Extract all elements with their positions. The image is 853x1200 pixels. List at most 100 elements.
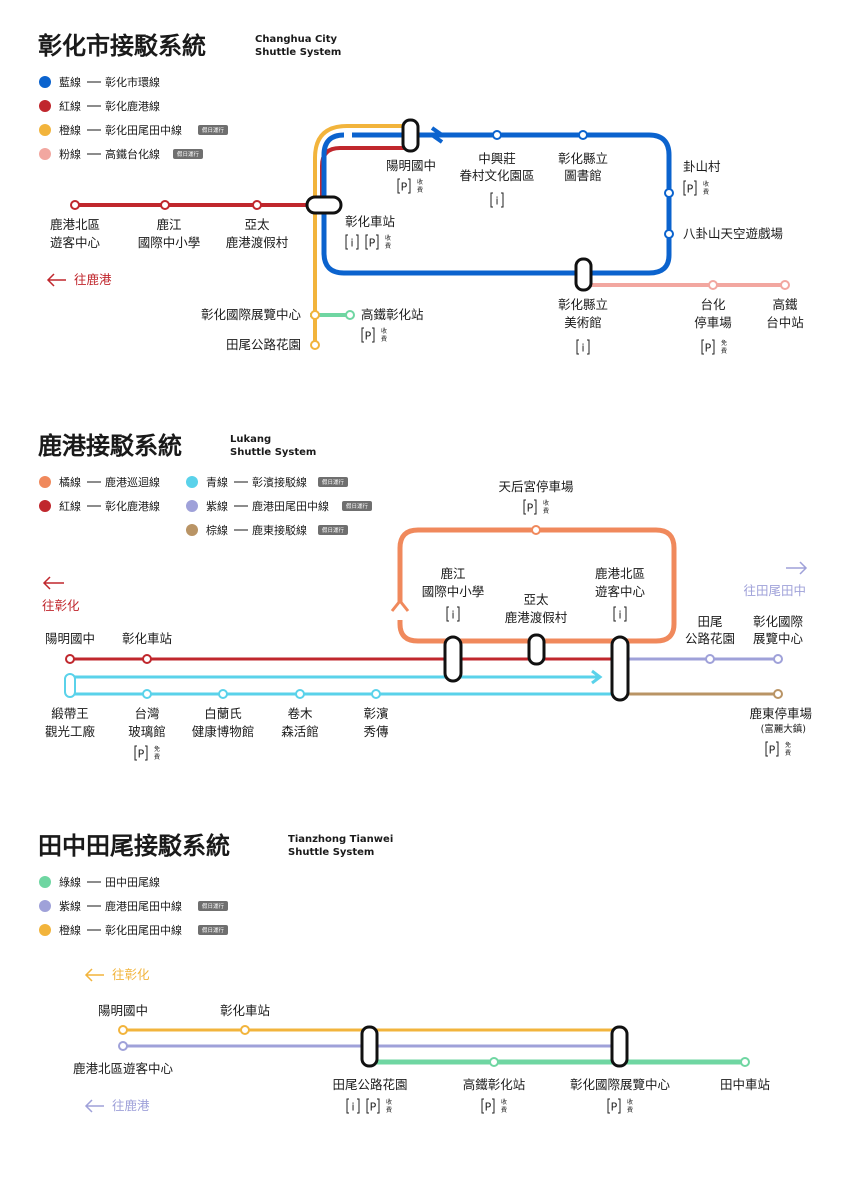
station-museum: 彰化縣立 [558,297,608,312]
station-dot [310,340,320,350]
interchange-marker [610,1025,629,1068]
station-dot [252,200,262,210]
station-changhua: 彰化車站 [220,1003,270,1018]
cyan-line [68,675,620,696]
fee-label: 收 [417,178,423,186]
legend-line-name: 紅線 [59,499,81,513]
lukang-subtitle-line1: Lukang [230,434,271,445]
station-dot [310,310,320,320]
station-dot [371,689,381,699]
fee-label: 收 [627,1098,633,1106]
parking-icon [365,234,379,250]
tianzhong-legend: 綠線 田中田尾線 紫線 鹿港田尾田中線 假日運行 橙線 彰化田尾田中線 假日運行 [39,875,228,937]
legend-route: 彰化田尾田中線 [105,923,182,937]
legend-route: 鹿港巡迴線 [105,475,160,489]
interchange-marker [610,635,630,702]
legend-route: 鹿港田尾田中線 [105,899,182,913]
station-dot [142,689,152,699]
station-ribbon: 觀光工廠 [45,724,96,739]
station-tianhou: 天后宮停車場 [498,479,573,494]
info-icon [446,606,460,622]
legend-route: 高鐵台化線 [105,147,160,161]
lukang-title: 鹿港接駁系統 [38,432,182,460]
info-icon [576,339,590,355]
station-hsr-changhua: 高鐵彰化站 [361,307,424,322]
station-dot [489,1057,499,1067]
fee-label: 費 [154,753,160,761]
holiday-tag [318,525,348,535]
station-library: 圖書館 [564,168,602,183]
station-dot [664,229,674,239]
station-dot [142,654,152,664]
station-library: 彰化縣立 [558,151,608,166]
holiday-tag [173,149,203,159]
parking-icon [366,1098,380,1114]
station-tianwei-garden: 田尾公路花園 [226,337,301,352]
fee-label: 費 [417,186,423,194]
legend-route: 彰濱接駁線 [252,475,307,489]
station-yatai: 亞太 [523,592,549,607]
station-glass: 玻璃館 [128,724,166,739]
changhua-subtitle-line1: Changhua City [255,34,337,45]
direction-to-lukang: 往鹿港 [112,1098,150,1113]
arrow-left-icon [42,576,64,590]
legend-route: 田中田尾線 [105,875,160,889]
station-dot [531,525,541,535]
loop-direction-arrow [430,126,444,144]
section-changhua: 彰化市接駁系統 Changhua City Shuttle System 藍線 … [38,32,804,355]
parking-icon [765,741,779,757]
station-bailan: 白蘭氏 [204,706,242,721]
fee-label: 費 [703,188,709,196]
legend-swatch-red [39,100,51,112]
fee-label: 收 [501,1098,507,1106]
parking-icon [523,499,537,515]
changhua-legend: 藍線 彰化市環線 紅線 彰化鹿港線 橙線 彰化田尾田中線 假日運行 粉線 高鐵台… [39,75,228,161]
station-juanmu: 森活館 [281,724,319,739]
station-hsr-changhua: 高鐵彰化站 [463,1077,526,1092]
yellow-line [313,124,410,345]
parking-icon [361,327,375,343]
interchange-marker [360,1025,379,1068]
station-tianwei-garden: 田尾公路花園 [332,1077,407,1092]
fee-label: 費 [501,1106,507,1114]
station-taihua: 停車場 [694,315,732,330]
station-yangming: 陽明國中 [386,158,436,173]
direction-to-tianwei: 往田尾田中 [743,583,806,598]
fee-label: 免 [785,741,791,749]
station-expo: 展覽中心 [753,631,804,646]
station-bailan: 健康博物館 [192,724,255,739]
station-expo: 彰化國際 [753,614,804,629]
station-dot [705,654,715,664]
station-baguashan: 八卦山天空遊戲場 [683,226,783,241]
station-lukang-north: 鹿港北區 [595,566,645,581]
legend-swatch-yellow [39,924,51,936]
legend-route: 彰化鹿港線 [105,99,160,113]
station-dot [295,689,305,699]
station-dot [118,1041,128,1051]
station-dot [218,689,228,699]
holiday-tag [342,501,372,511]
station-lujiang: 國際中小學 [138,235,201,250]
orange-loop-line [397,527,677,644]
legend-line-name: 藍線 [59,75,81,89]
station-expo: 彰化國際展覽中心 [570,1077,671,1092]
legend-route: 彰化鹿港線 [105,499,160,513]
station-lujiang: 國際中小學 [422,584,485,599]
changhua-subtitle-line2: Shuttle System [255,47,341,58]
station-dot [578,130,588,140]
interchange-marker [401,118,420,153]
interchange-marker [305,195,343,215]
station-yangming: 陽明國中 [45,631,95,646]
legend-route: 鹿東接駁線 [252,523,307,537]
parking-icon [607,1098,621,1114]
station-glass: 台灣 [134,706,159,721]
station-yangming: 陽明國中 [98,1003,148,1018]
station-lujiang: 鹿江 [156,217,181,232]
legend-line-name: 橙線 [59,923,81,937]
station-lujiang: 鹿江 [440,566,465,581]
legend-route: 彰化田尾田中線 [105,123,182,137]
tianzhong-subtitle-line2: Shuttle System [288,847,374,858]
lukang-subtitle-line2: Shuttle System [230,447,316,458]
legend-swatch-red [39,500,51,512]
station-dot [70,200,80,210]
